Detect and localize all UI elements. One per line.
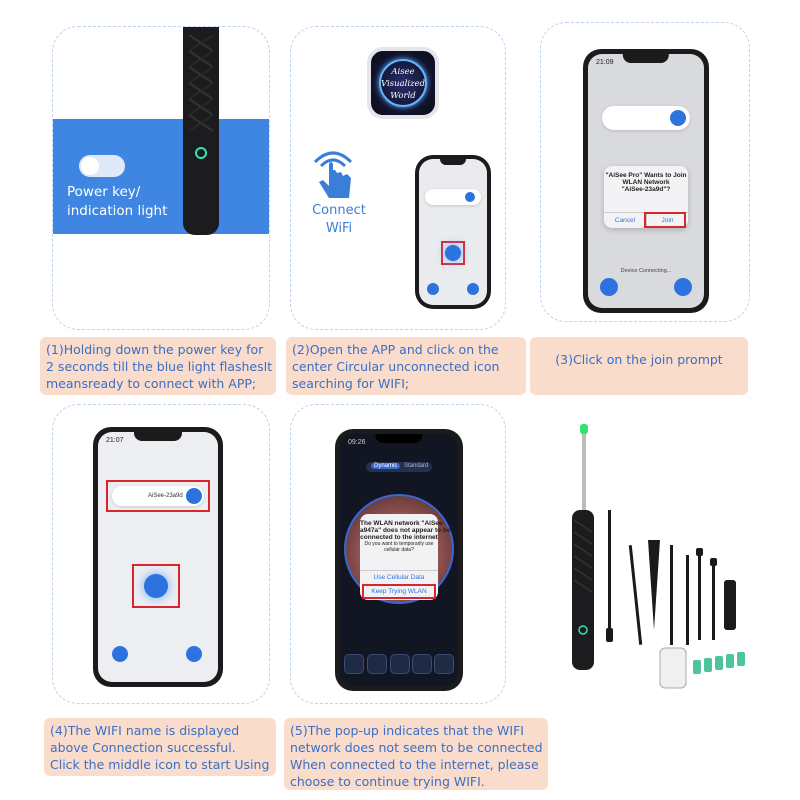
step1-caption: (1)Holding down the power key for 2 seco…	[40, 337, 276, 395]
connect-wifi-label: Connect	[312, 203, 366, 218]
status-time: 21:07	[106, 437, 124, 444]
storage-tube	[659, 647, 687, 689]
join-highlight-box	[644, 212, 686, 228]
mode-tabs: Dynamic Standard	[366, 462, 432, 472]
wifi-name-highlight-box	[106, 480, 210, 512]
camera-probe	[582, 426, 586, 510]
status-time: 09:26	[348, 439, 366, 446]
highlight-box	[441, 241, 465, 265]
tab-standard[interactable]: Standard	[404, 463, 429, 469]
earpick-device-image	[183, 27, 219, 235]
accessory-tools	[606, 510, 736, 645]
gallery-icon[interactable]	[112, 646, 128, 662]
grip-texture	[188, 35, 214, 132]
wifi-name-text: AiSee-23a9d	[148, 493, 183, 499]
green-tip	[580, 424, 588, 434]
use-cellular-button[interactable]: Use Cellular Data	[360, 570, 438, 584]
tap-hand-icon	[313, 151, 353, 198]
tab-dynamic[interactable]: Dynamic	[371, 463, 401, 469]
phone-step2	[415, 155, 491, 309]
phone-step5: 09:26 Dynamic Standard The WLAN network …	[335, 429, 463, 691]
step3-panel: 21:09 "AiSee Pro" Wants to Join WLAN Net…	[540, 22, 750, 322]
indication-light-label: indication light	[67, 203, 168, 219]
cancel-button[interactable]: Cancel	[614, 217, 636, 224]
indicator-ring	[578, 625, 588, 635]
step4-caption: (4)The WIFI name is displayed above Conn…	[44, 718, 276, 776]
ear-icon[interactable]	[367, 654, 387, 674]
keep-trying-button[interactable]: Keep Trying WLAN	[371, 588, 427, 595]
gallery-icon[interactable]	[600, 278, 618, 296]
connect-wifi-label-2: WiFi	[325, 221, 353, 236]
phone-step3: 21:09 "AiSee Pro" Wants to Join WLAN Net…	[583, 49, 709, 313]
device-body	[572, 510, 594, 670]
aisee-app-icon: Aisee Visualized World	[367, 47, 439, 119]
product-kit-image	[572, 424, 745, 689]
step5-panel: 09:26 Dynamic Standard The WLAN network …	[290, 404, 506, 704]
wifi-status-icon	[186, 488, 202, 504]
power-toggle-icon	[79, 155, 125, 177]
step1-panel: Power key/ indication light	[52, 26, 270, 330]
power-key-label: Power key/	[67, 184, 141, 200]
wifi-status-icon	[465, 192, 475, 202]
gallery-icon[interactable]	[344, 654, 364, 674]
step3-caption: (3)Click on the join prompt	[530, 337, 748, 395]
join-wifi-dialog: "AiSee Pro" Wants to Join WLAN Network "…	[604, 166, 688, 229]
connect-home-button[interactable]	[445, 245, 461, 261]
step5-caption: (5)The pop-up indicates that the WIFI ne…	[284, 718, 548, 790]
files-icon[interactable]	[434, 654, 454, 674]
files-icon[interactable]	[186, 646, 202, 662]
join-button[interactable]: Join	[646, 213, 688, 229]
video-icon[interactable]	[412, 654, 432, 674]
home-highlight-box	[132, 564, 180, 608]
step2-caption: (2)Open the APP and click on the center …	[286, 337, 526, 395]
start-home-button[interactable]	[144, 574, 168, 598]
keep-trying-highlight-box	[362, 584, 436, 599]
wifi-status-pill	[112, 486, 204, 506]
wifi-status-icon	[670, 110, 686, 126]
device-connecting-text: Device Connecting...	[620, 268, 672, 274]
camera-icon[interactable]	[390, 654, 410, 674]
silicone-tips	[693, 652, 745, 674]
step2-panel: Aisee Visualized World Connect WiFi	[290, 26, 506, 330]
gallery-icon[interactable]	[427, 283, 439, 295]
phone-step4: 21:07 AiSee-23a9d	[93, 427, 223, 687]
status-time: 21:09	[596, 59, 614, 66]
files-icon[interactable]	[467, 283, 479, 295]
files-icon[interactable]	[674, 278, 692, 296]
indicator-light-icon	[195, 147, 207, 159]
step4-panel: 21:07 AiSee-23a9d	[52, 404, 270, 704]
